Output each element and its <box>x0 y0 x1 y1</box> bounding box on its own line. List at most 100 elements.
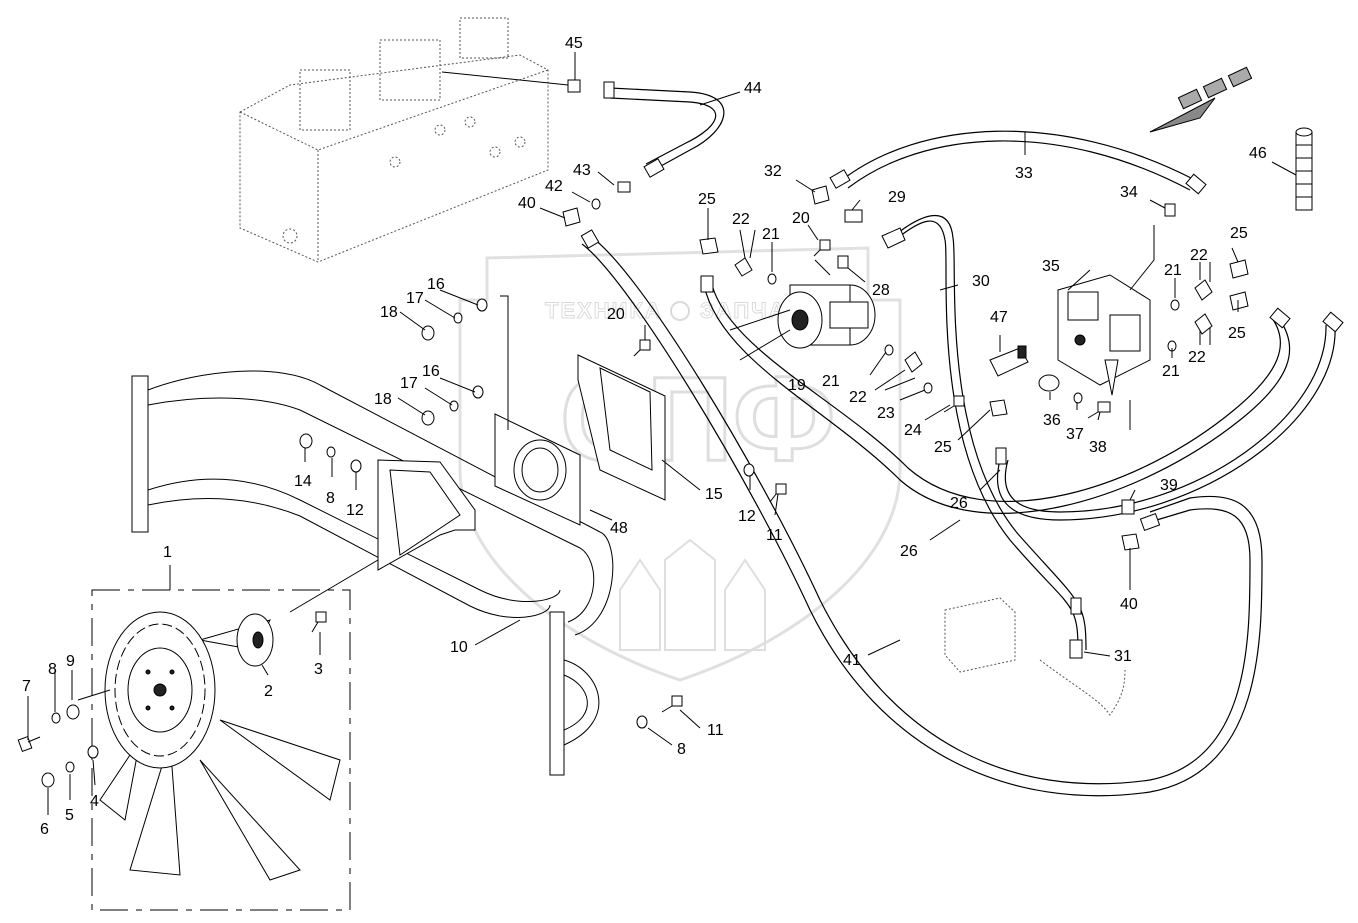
fan-assembly-1 <box>91 589 351 911</box>
sensor-47 <box>989 345 1029 377</box>
fitting-icon <box>837 255 849 269</box>
washer-icon <box>472 385 484 399</box>
callout-43: 43 <box>573 162 591 179</box>
washer-icon <box>453 312 463 324</box>
callout-40b: 40 <box>1120 596 1138 613</box>
fitting-icon <box>1121 533 1140 551</box>
callout-2: 2 <box>264 683 273 700</box>
washer-icon <box>923 382 933 394</box>
callout-46: 46 <box>1249 145 1267 162</box>
gasket-plate-48 <box>494 413 581 526</box>
hydraulic-pump-19 <box>777 284 876 349</box>
washer-icon <box>1170 299 1180 311</box>
callout-26a: 26 <box>950 495 968 512</box>
callout-21c: 21 <box>1164 262 1182 279</box>
callout-4: 4 <box>90 793 99 810</box>
callout-14: 14 <box>294 473 312 490</box>
leader-lines <box>27 52 1297 815</box>
callout-36: 36 <box>1043 412 1061 429</box>
flange-bolt-icon <box>943 395 965 413</box>
fitting-icon <box>881 227 906 249</box>
washer-icon <box>66 704 80 720</box>
part-callouts: 1 2 3 4 5 6 7 8 8 8 9 10 11 11 11 12 12 … <box>22 35 1267 838</box>
ghost-valve-31 <box>944 597 1126 716</box>
washer-icon <box>767 273 777 285</box>
callout-32: 32 <box>764 163 782 180</box>
washer-icon <box>65 761 75 773</box>
callout-8a: 8 <box>48 661 57 678</box>
washer-icon <box>326 446 336 458</box>
callout-25c: 25 <box>1228 325 1246 342</box>
callout-37: 37 <box>1066 426 1084 443</box>
flange-bolt-icon <box>813 239 831 257</box>
fitting-icon <box>989 399 1008 417</box>
callout-24: 24 <box>904 422 922 439</box>
washer-icon <box>350 459 362 473</box>
callout-12a: 12 <box>346 502 364 519</box>
fitting-icon <box>995 447 1007 465</box>
fitting-icon <box>603 81 615 99</box>
nut-icon <box>421 410 435 426</box>
callout-44: 44 <box>744 80 762 97</box>
nut-icon <box>421 325 435 341</box>
callout-22b: 22 <box>849 389 867 406</box>
fitting-icon <box>617 181 631 193</box>
washer-icon <box>87 745 99 759</box>
hardware <box>17 79 1344 788</box>
callout-26b: 26 <box>900 543 918 560</box>
fitting-icon <box>643 158 665 178</box>
fitting-icon <box>1139 512 1161 532</box>
nut-icon <box>41 772 55 788</box>
callout-25b: 25 <box>1230 225 1248 242</box>
fitting-icon <box>829 169 851 189</box>
callout-1: 1 <box>163 544 172 561</box>
callout-15: 15 <box>705 486 723 503</box>
washer-icon <box>51 712 61 724</box>
callout-45: 45 <box>565 35 583 52</box>
callout-16b: 16 <box>422 363 440 380</box>
callout-18a: 18 <box>380 304 398 321</box>
callout-7: 7 <box>22 678 31 695</box>
fitting-icon <box>811 185 830 205</box>
callout-10: 10 <box>450 639 468 656</box>
callout-3: 3 <box>314 661 323 678</box>
callout-17a: 17 <box>406 290 424 307</box>
callout-29: 29 <box>888 189 906 206</box>
callout-22c: 22 <box>1190 247 1208 264</box>
callout-11a: 11 <box>766 527 783 544</box>
valve-block-35 <box>1057 274 1151 396</box>
callout-40a: 40 <box>518 195 536 212</box>
hose-sleeve-icon <box>1295 127 1313 211</box>
washer-icon <box>591 198 601 210</box>
callout-17b: 17 <box>400 375 418 392</box>
radiator-frame-10 <box>131 370 614 776</box>
fitting-icon <box>562 207 581 227</box>
washer-icon <box>1073 392 1083 404</box>
callout-28: 28 <box>872 282 890 299</box>
callout-42: 42 <box>545 178 563 195</box>
callout-9: 9 <box>66 653 75 670</box>
callout-19: 19 <box>788 377 806 394</box>
callout-35: 35 <box>1042 258 1060 275</box>
nut-icon <box>299 433 313 449</box>
callout-18b: 18 <box>374 391 392 408</box>
callout-16a: 16 <box>427 276 445 293</box>
callout-21d: 21 <box>1162 363 1180 380</box>
washer-icon <box>884 344 894 356</box>
flange-bolt-icon <box>1087 401 1111 419</box>
fitting-icon <box>1229 259 1249 279</box>
washer-icon <box>476 298 488 312</box>
callout-5: 5 <box>65 807 74 824</box>
callout-34: 34 <box>1120 184 1138 201</box>
fitting-icon <box>567 79 581 93</box>
callout-23: 23 <box>877 405 895 422</box>
fitting-icon <box>1269 307 1291 329</box>
fitting-icon <box>1070 597 1082 615</box>
fitting-icon <box>1121 499 1135 515</box>
fitting-icon <box>1069 639 1083 659</box>
bracket-15 <box>377 354 666 571</box>
callout-38: 38 <box>1089 439 1107 456</box>
callout-30: 30 <box>972 273 990 290</box>
fitting-icon <box>1185 173 1207 195</box>
